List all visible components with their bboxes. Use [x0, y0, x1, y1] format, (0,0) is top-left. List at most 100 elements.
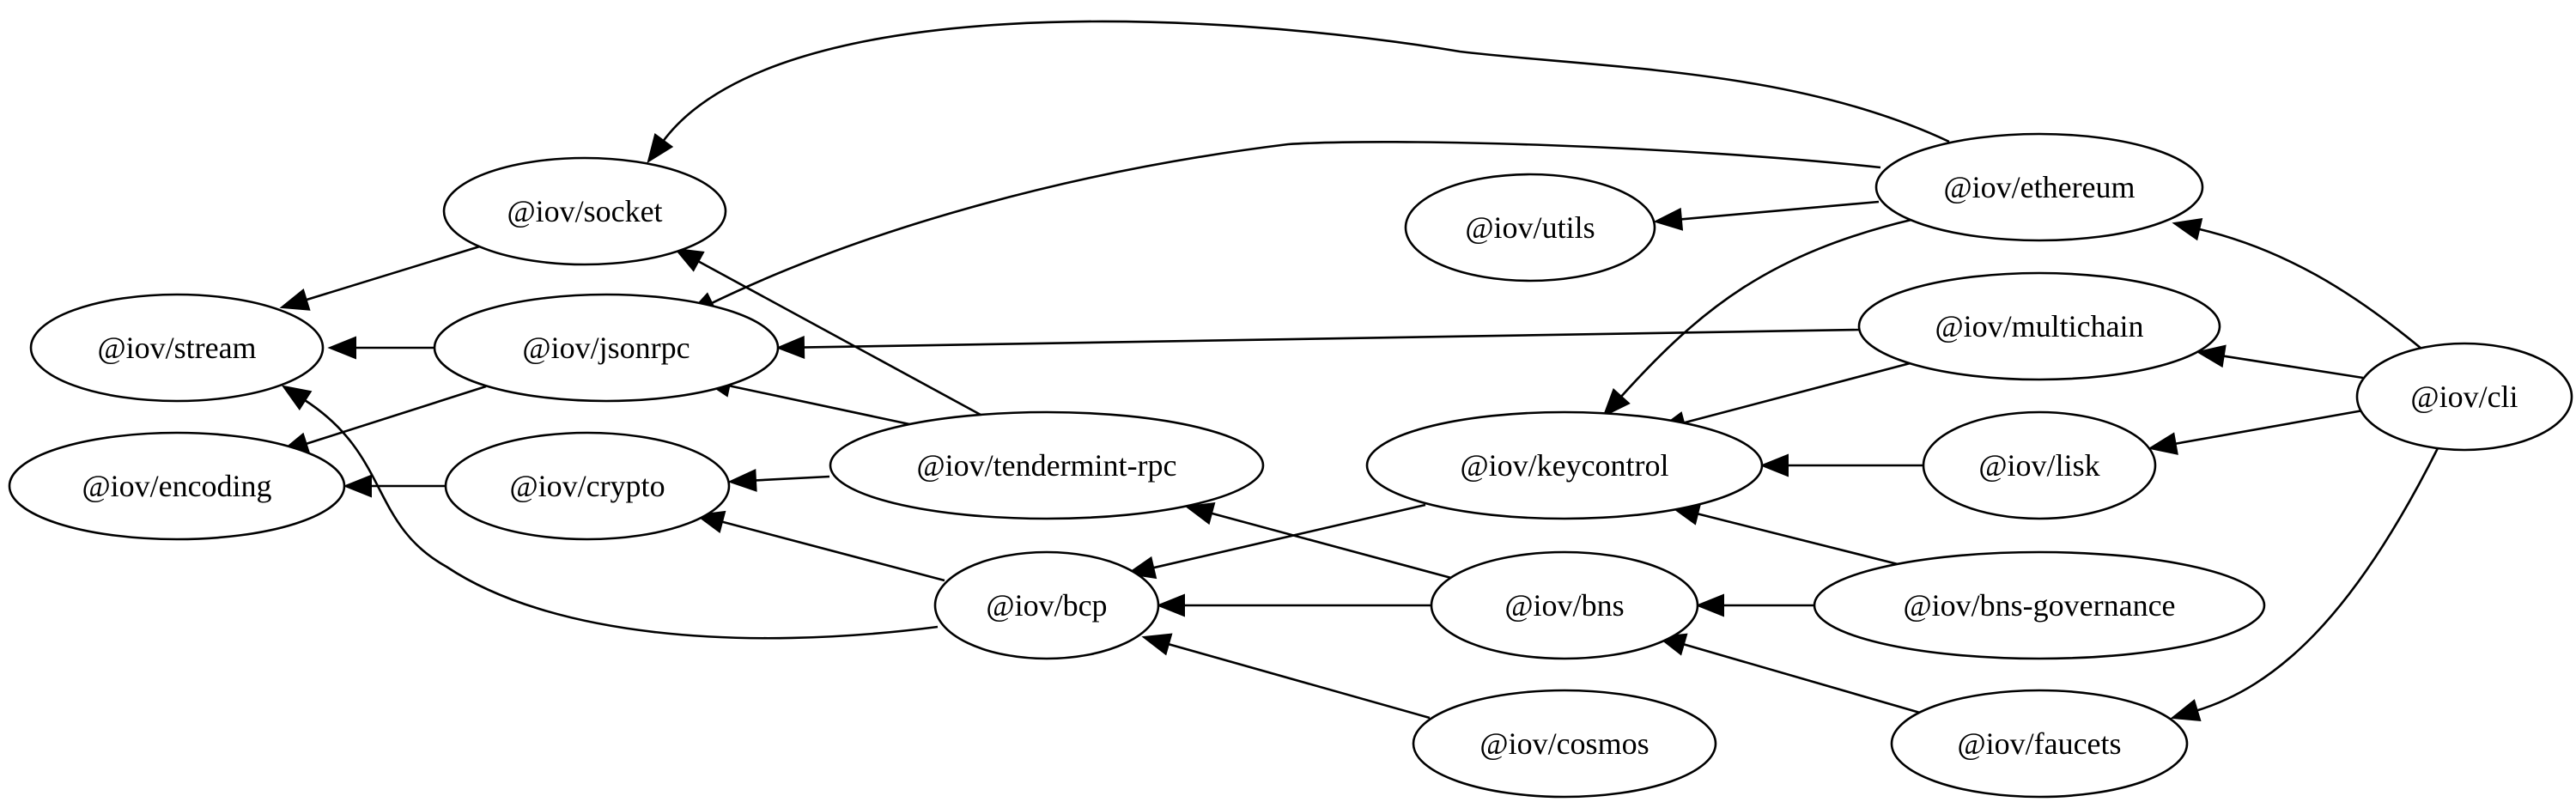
- node-crypto: @iov/crypto: [444, 431, 731, 541]
- edge-faucets-to-bns: [1656, 633, 1921, 714]
- node-keycontrol: @iov/keycontrol: [1365, 410, 1764, 520]
- node-socket: @iov/socket: [442, 156, 727, 266]
- node-ellipse: [442, 156, 727, 266]
- node-label: @iov/keycontrol: [1460, 448, 1668, 483]
- edge-line: [302, 398, 939, 640]
- edge-cosmos-to-bcp: [1141, 633, 1431, 720]
- edge-jsonrpc-to-encoding: [279, 385, 487, 455]
- node-label: @iov/jsonrpc: [522, 331, 690, 365]
- edge-line: [1151, 503, 1426, 569]
- edge-multichain-to-keycontrol: [1656, 359, 1921, 434]
- edge-line: [2196, 228, 2422, 350]
- node-ellipse: [433, 293, 780, 403]
- arrowhead: [673, 247, 705, 272]
- arrowhead: [1602, 387, 1631, 417]
- node-ethereum: @iov/ethereum: [1874, 132, 2204, 242]
- node-ellipse: [1404, 173, 1656, 283]
- edge-line: [304, 244, 483, 302]
- node-label: @iov/stream: [97, 331, 256, 365]
- arrowhead: [1141, 633, 1173, 656]
- edge-ethereum-to-socket: [647, 20, 1950, 164]
- node-encoding: @iov/encoding: [8, 431, 346, 541]
- node-jsonrpc: @iov/jsonrpc: [433, 293, 780, 403]
- edge-bns-to-tendermint-rpc: [1184, 502, 1452, 580]
- arrowhead: [327, 336, 356, 360]
- node-cli: @iov/cli: [2355, 342, 2573, 452]
- edge-line: [801, 328, 1861, 349]
- edge-line: [1166, 642, 1431, 720]
- edge-tendermint-rpc-to-socket: [673, 247, 981, 416]
- edge-line: [1679, 200, 1880, 221]
- arrowhead: [1184, 502, 1216, 526]
- arrowhead: [1156, 593, 1185, 617]
- node-ellipse: [1922, 410, 2157, 520]
- arrowhead: [647, 133, 674, 164]
- edges-layer: [279, 20, 2440, 722]
- node-ellipse: [1874, 132, 2204, 242]
- arrowhead: [281, 385, 313, 411]
- node-ellipse: [1890, 689, 2189, 799]
- arrowhead: [1759, 453, 1789, 477]
- arrowhead: [1653, 207, 1684, 231]
- node-label: @iov/cosmos: [1479, 726, 1649, 761]
- edge-line: [720, 519, 945, 582]
- arrowhead: [775, 336, 805, 359]
- node-ellipse: [1857, 271, 2221, 381]
- edge-multichain-to-jsonrpc: [775, 328, 1861, 359]
- edge-ethereum-to-keycontrol: [1602, 217, 1916, 417]
- edge-socket-to-stream: [279, 244, 483, 311]
- node-ellipse: [1430, 550, 1699, 660]
- node-label: @iov/faucets: [1957, 726, 2121, 761]
- arrowhead: [2170, 699, 2202, 722]
- node-label: @iov/cli: [2410, 380, 2518, 414]
- arrowhead: [2172, 217, 2203, 241]
- node-label: @iov/bcp: [986, 588, 1107, 623]
- node-ellipse: [8, 431, 346, 541]
- edge-bcp-to-stream: [281, 385, 939, 640]
- edge-bns-to-bcp: [1156, 593, 1431, 617]
- edge-line: [696, 259, 981, 416]
- node-tendermint-rpc: @iov/tendermint-rpc: [829, 410, 1265, 520]
- node-ellipse: [1412, 689, 1717, 799]
- arrowhead: [279, 289, 311, 311]
- edge-line: [1681, 642, 1921, 714]
- node-ellipse: [1365, 410, 1764, 520]
- edge-line: [661, 20, 1950, 143]
- node-label: @iov/multichain: [1935, 309, 2143, 343]
- node-ellipse: [2355, 342, 2573, 452]
- edge-cli-to-lisk: [2148, 409, 2364, 455]
- node-label: @iov/crypto: [509, 469, 665, 503]
- node-ellipse: [933, 550, 1160, 660]
- node-ellipse: [29, 293, 325, 403]
- node-label: @iov/ethereum: [1943, 170, 2135, 204]
- node-bcp: @iov/bcp: [933, 550, 1160, 660]
- edge-jsonrpc-to-stream: [327, 336, 434, 360]
- node-cosmos: @iov/cosmos: [1412, 689, 1717, 799]
- node-multichain: @iov/multichain: [1857, 271, 2221, 381]
- edge-cli-to-ethereum: [2172, 217, 2422, 350]
- edge-crypto-to-encoding: [343, 474, 445, 498]
- edge-ethereum-to-utils: [1653, 200, 1880, 231]
- node-stream: @iov/stream: [29, 293, 325, 403]
- edge-line: [2173, 409, 2364, 446]
- node-label: @iov/socket: [507, 194, 662, 228]
- edge-line: [2221, 355, 2364, 380]
- edge-tendermint-rpc-to-crypto: [727, 468, 830, 492]
- edge-line: [727, 384, 927, 429]
- node-ellipse: [829, 410, 1265, 520]
- arrowhead: [1695, 593, 1724, 617]
- edge-cli-to-faucets: [2170, 446, 2440, 722]
- edge-ethereum-to-jsonrpc: [686, 141, 1881, 316]
- edge-tendermint-rpc-to-jsonrpc: [702, 374, 927, 429]
- node-bns: @iov/bns: [1430, 550, 1699, 660]
- node-label: @iov/bns-governance: [1903, 588, 2175, 623]
- edge-line: [2195, 446, 2440, 713]
- node-label: @iov/encoding: [82, 469, 271, 503]
- node-bns-governance: @iov/bns-governance: [1813, 550, 2266, 660]
- node-label: @iov/bns: [1504, 588, 1624, 623]
- edge-line: [709, 141, 1881, 305]
- edge-line: [1681, 359, 1921, 425]
- edge-cli-to-multichain: [2196, 344, 2364, 380]
- edge-line: [1619, 217, 1916, 399]
